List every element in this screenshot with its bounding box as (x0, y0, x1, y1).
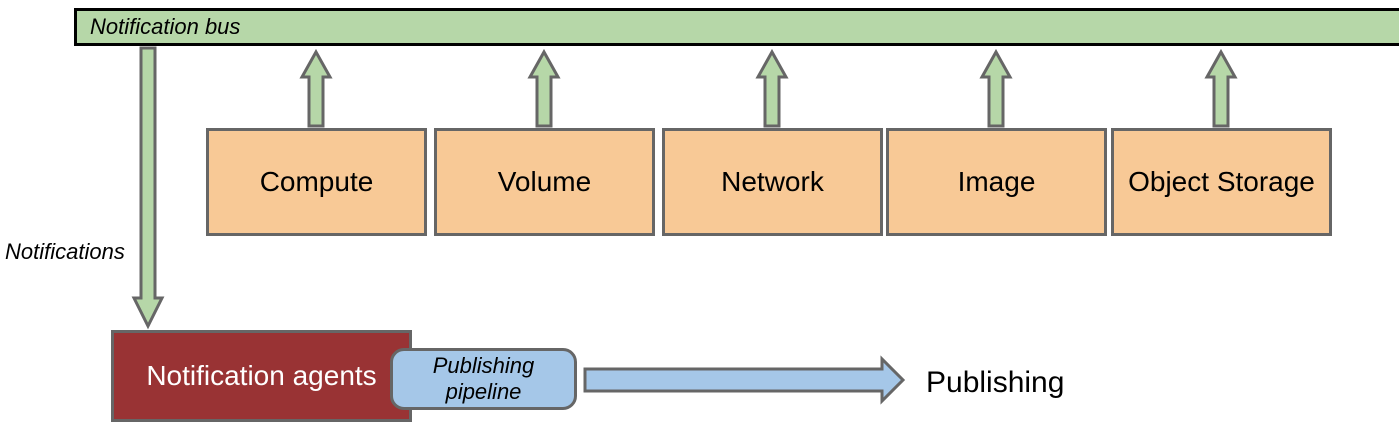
publishing-pipeline-box: Publishing pipeline (390, 348, 577, 410)
notifications-label: Notifications (5, 239, 125, 264)
service-box-volume: Volume (434, 128, 655, 236)
down-arrow-icon (131, 46, 165, 330)
right-arrow-icon (583, 355, 906, 405)
publishing-pipeline-label-line2: pipeline (445, 379, 522, 404)
up-arrow-icon (755, 48, 789, 128)
notification-agents-label: Notification agents (146, 360, 377, 391)
publishing-label: Publishing (926, 366, 1065, 399)
service-label: Image (957, 166, 1036, 197)
service-label: Compute (259, 166, 374, 197)
notification-bus: Notification bus (74, 8, 1399, 46)
notification-bus-label: Notification bus (90, 14, 241, 39)
notification-agents-box: Notification agents (111, 330, 412, 422)
service-box-object-storage: Object Storage (1111, 128, 1332, 236)
service-box-image: Image (886, 128, 1107, 236)
up-arrow-icon (1204, 48, 1238, 128)
service-box-network: Network (662, 128, 883, 236)
service-label: Volume (497, 166, 592, 197)
up-arrow-icon (527, 48, 561, 128)
service-box-compute: Compute (206, 128, 427, 236)
up-arrow-icon (979, 48, 1013, 128)
up-arrow-icon (299, 48, 333, 128)
service-label: Network (721, 166, 824, 197)
service-label: Object Storage (1128, 166, 1315, 197)
publishing-pipeline-label-line1: Publishing (432, 353, 535, 379)
